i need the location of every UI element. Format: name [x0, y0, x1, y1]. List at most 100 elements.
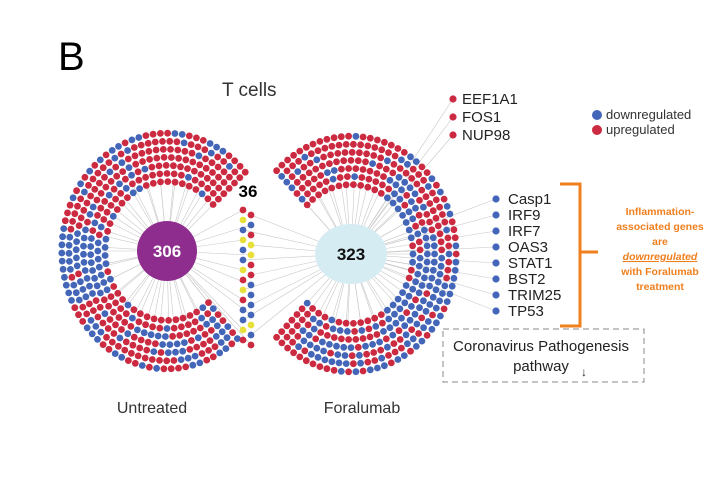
shared-node: [239, 296, 247, 304]
foralumab-node: [413, 320, 421, 328]
untreated-node: [116, 180, 123, 188]
untreated-node: [95, 263, 103, 271]
untreated-node: [129, 314, 136, 322]
untreated-node: [119, 168, 127, 176]
untreated-node: [157, 316, 165, 324]
gene-label: EEF1A1: [462, 91, 518, 108]
untreated-node: [177, 163, 184, 171]
untreated-node: [162, 162, 170, 169]
untreated-node: [163, 325, 171, 332]
untreated-node: [103, 333, 110, 341]
foralumab-node: [382, 165, 390, 173]
foralumab-node: [439, 290, 446, 297]
untreated-node: [100, 296, 108, 304]
foralumab-node: [352, 336, 360, 343]
foralumab-node: [356, 351, 363, 359]
untreated-node: [61, 217, 69, 225]
untreated-node: [220, 190, 228, 198]
foralumab-node: [423, 211, 431, 218]
foralumab-node: [303, 201, 311, 209]
foralumab-node: [432, 196, 440, 204]
foralumab-node: [288, 316, 296, 324]
foralumab-node: [309, 315, 317, 323]
foralumab-node: [305, 169, 313, 177]
untreated-node: [175, 154, 183, 162]
foralumab-node: [324, 332, 331, 339]
untreated-node: [89, 290, 96, 297]
foralumab-node: [278, 161, 286, 169]
untreated-node: [151, 138, 159, 146]
untreated-node: [77, 278, 84, 286]
untreated-hub: [137, 221, 197, 281]
untreated-node: [131, 152, 139, 160]
untreated-node: [110, 283, 118, 290]
foralumab-node: [416, 254, 424, 262]
foralumab-node: [402, 219, 410, 226]
foralumab-node: [394, 295, 402, 303]
foralumab-node: [380, 328, 387, 335]
untreated-node: [100, 279, 108, 286]
untreated-node: [226, 173, 233, 181]
untreated-node: [136, 185, 144, 193]
untreated-node: [58, 257, 66, 265]
untreated-node: [171, 130, 179, 137]
untreated-node: [234, 335, 241, 342]
untreated-node: [97, 271, 105, 279]
untreated-node: [94, 247, 102, 255]
untreated-node: [204, 310, 212, 318]
foralumab-node: [441, 218, 449, 226]
untreated-node: [138, 362, 146, 369]
untreated-node: [204, 184, 212, 192]
foralumab-node: [298, 195, 306, 203]
foralumab-node: [312, 335, 320, 343]
foralumab-node: [411, 310, 419, 318]
foralumab-node: [278, 339, 286, 347]
foralumab-node: [377, 154, 385, 162]
inflammation-annotation: Inflammation- associated genes are downr…: [616, 206, 704, 293]
foralumab-node: [299, 173, 307, 181]
untreated-node: [146, 363, 153, 371]
foralumab-node: [418, 282, 426, 289]
untreated-node: [208, 159, 216, 167]
foralumab-node: [301, 347, 309, 355]
foralumab-node: [378, 354, 386, 362]
untreated-node: [82, 293, 90, 301]
untreated-node: [96, 156, 104, 164]
foralumab-node: [342, 141, 350, 148]
foralumab-node: [363, 350, 370, 358]
foralumab-node: [298, 316, 306, 324]
untreated-node: [82, 226, 89, 234]
untreated-node: [89, 175, 97, 183]
foralumab-node: [396, 305, 404, 313]
untreated-node: [107, 202, 115, 209]
untreated-node: [134, 352, 142, 360]
untreated-node: [209, 353, 217, 361]
annotation-line: are: [652, 236, 668, 248]
foralumab-node: [359, 335, 367, 342]
foralumab-node: [358, 327, 366, 334]
foralumab-node: [377, 346, 385, 354]
untreated-node: [74, 230, 81, 238]
untreated-node: [174, 146, 182, 154]
shared-node: [239, 316, 247, 324]
untreated-node: [80, 234, 88, 242]
foralumab-node: [313, 156, 321, 164]
foralumab-node: [389, 301, 397, 309]
foralumab-node: [366, 333, 374, 341]
untreated-node: [115, 342, 122, 350]
untreated-node: [65, 241, 73, 249]
foralumab-node: [436, 297, 443, 305]
foralumab-node: [295, 157, 302, 165]
foralumab-node: [432, 304, 440, 312]
foralumab-node: [422, 307, 430, 315]
foralumab-node: [381, 362, 388, 370]
untreated-node: [70, 281, 78, 289]
untreated-node: [150, 315, 158, 323]
foralumab-node: [411, 190, 419, 198]
untreated-node: [172, 316, 180, 324]
foralumab-node: [387, 141, 395, 149]
foralumab-node: [273, 333, 280, 341]
foralumab-node: [312, 165, 320, 173]
untreated-node: [102, 260, 110, 268]
untreated-node: [122, 184, 130, 192]
